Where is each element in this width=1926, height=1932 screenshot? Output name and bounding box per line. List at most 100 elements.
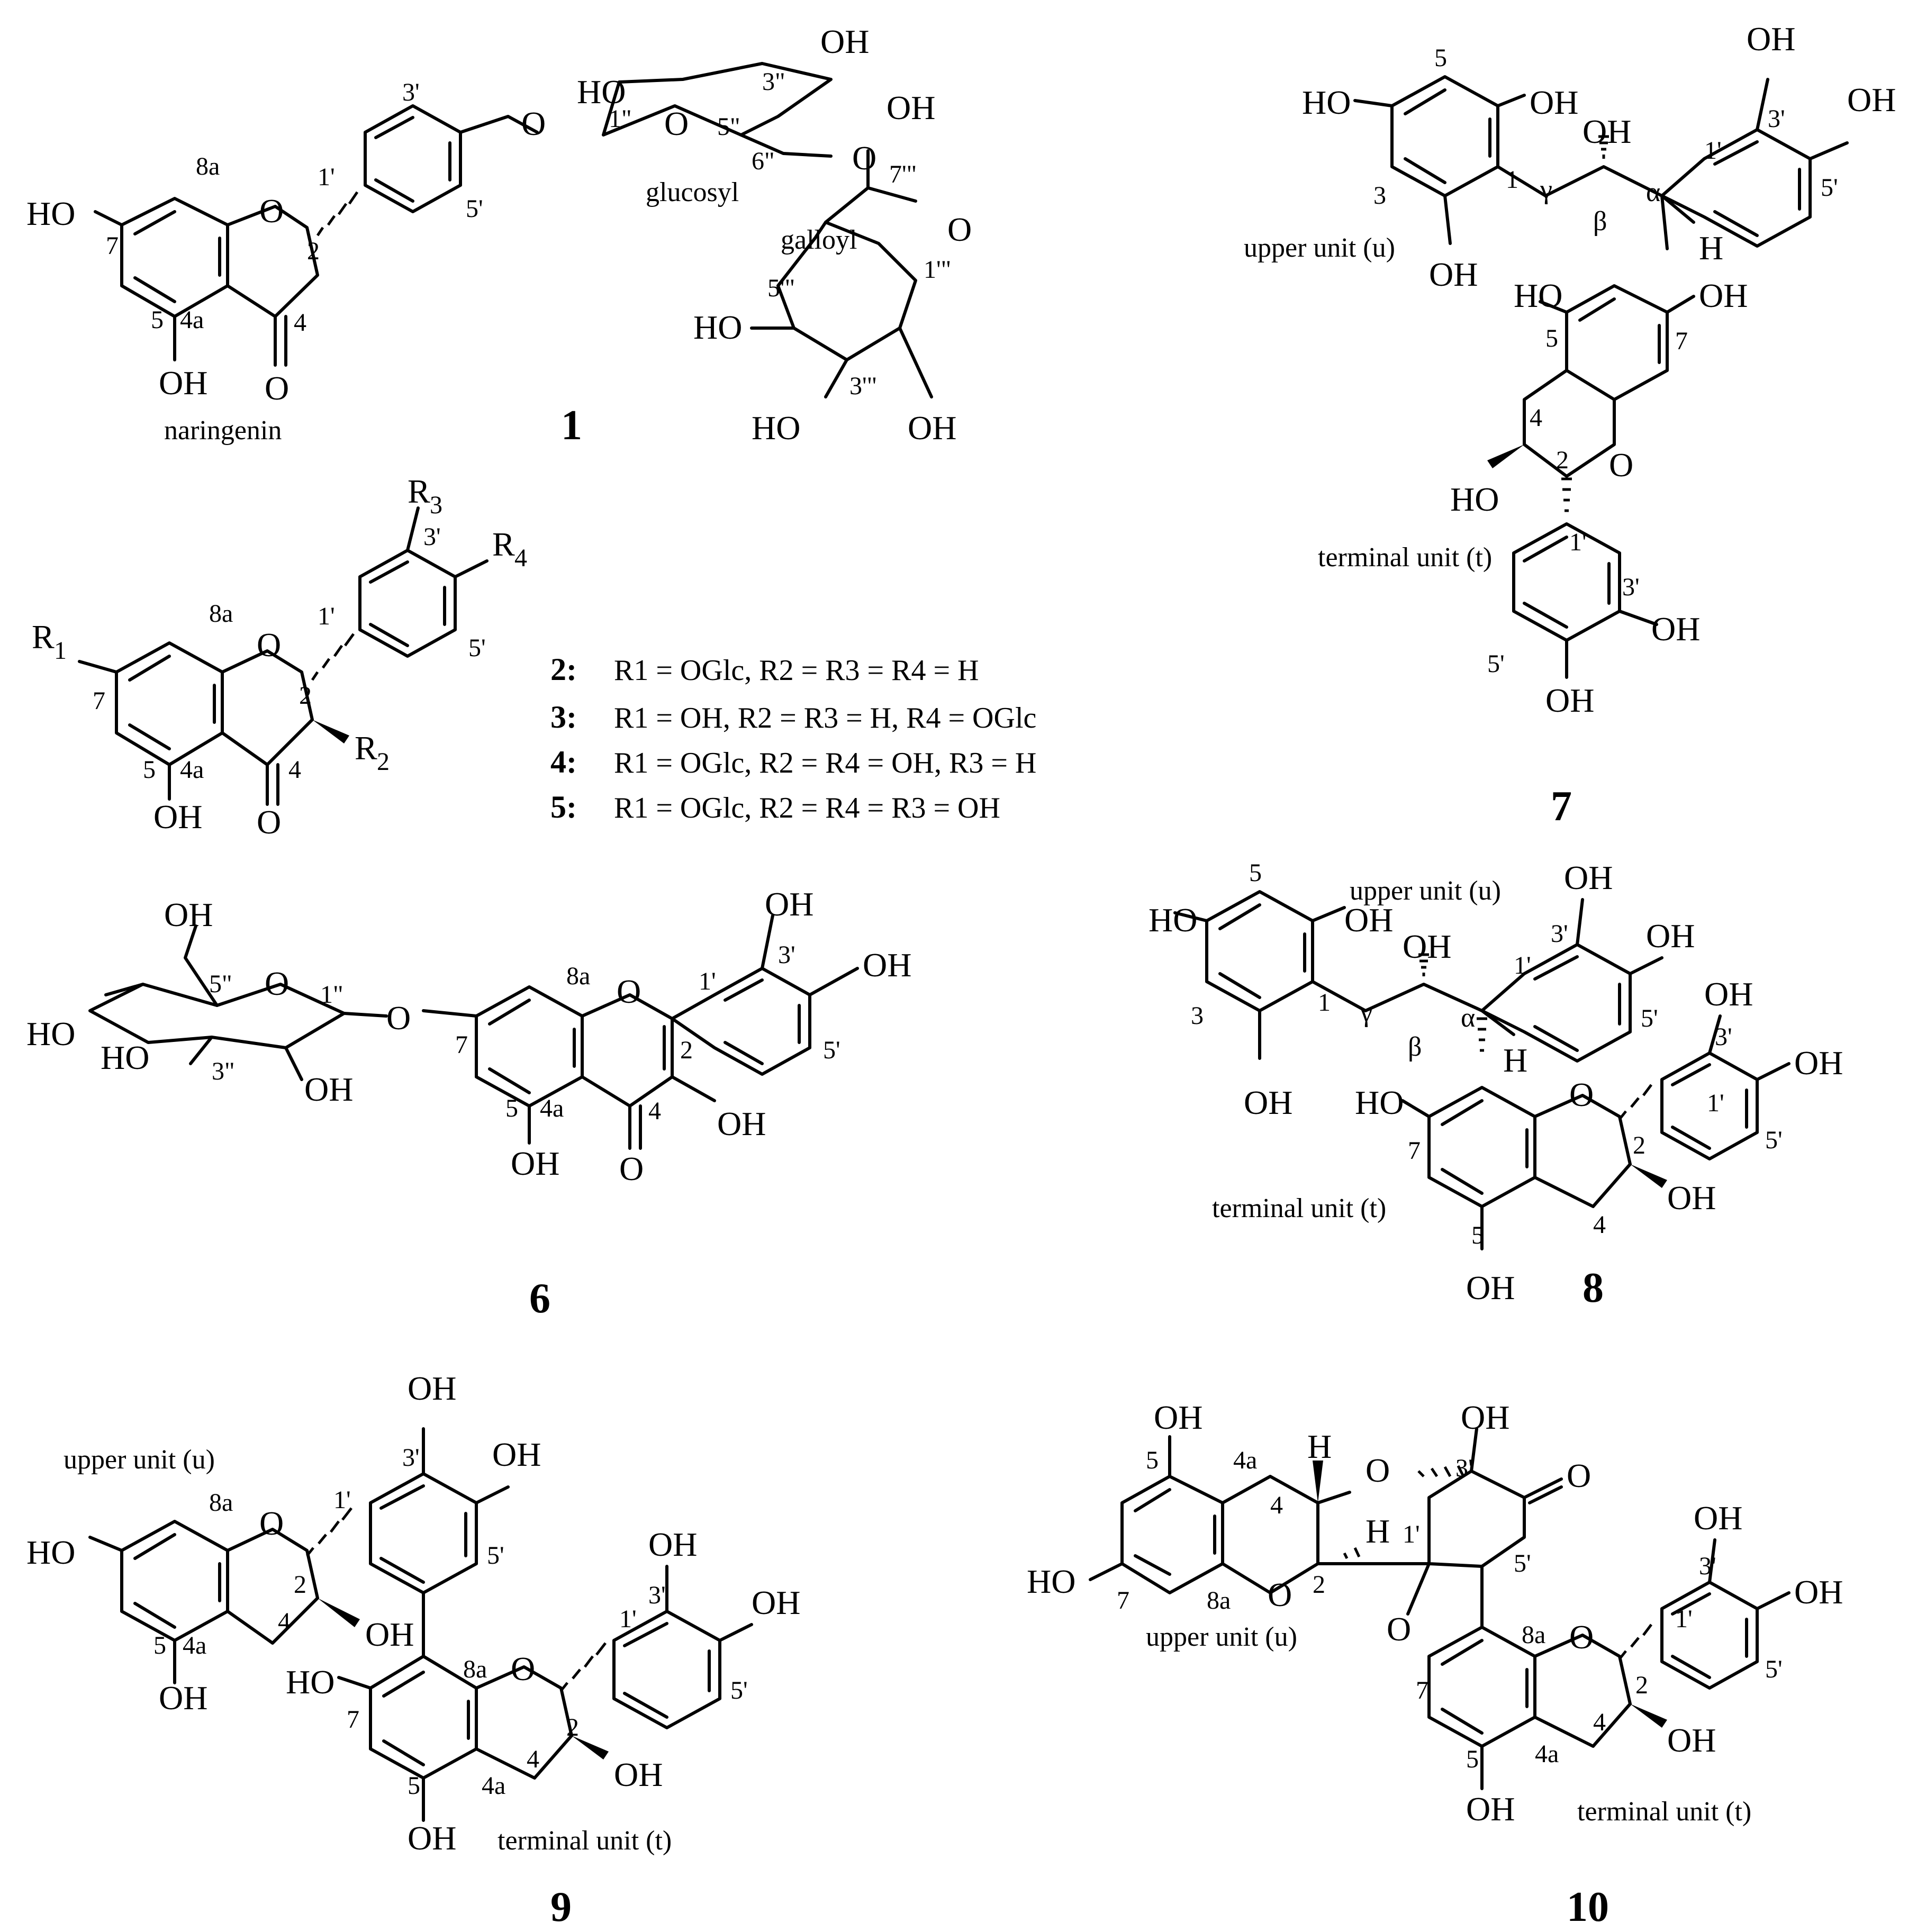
c25-n4a: 4a: [180, 756, 204, 784]
c7-h: H: [1699, 229, 1723, 267]
c8-oh4p-t: OH: [1794, 1044, 1843, 1082]
c6-n8a: 8a: [566, 962, 590, 990]
c9-o1: O: [259, 1504, 284, 1542]
c7-n1p-up: 1': [1704, 137, 1722, 165]
c6-oh3: OH: [717, 1105, 766, 1142]
c8-n1: 1: [1318, 988, 1331, 1017]
compound-1: HO 7 8a O 1' 2 4 4a 5 OH O naringenin 3'…: [26, 23, 972, 449]
c10-n3p-t: 3': [1699, 1552, 1716, 1580]
c25-def-id-5: 5:: [550, 790, 577, 824]
c7-oh7: OH: [1699, 277, 1748, 314]
c8-beta: β: [1408, 1032, 1422, 1062]
c8-n1p-t: 1': [1707, 1089, 1724, 1117]
c8-n5: 5: [1249, 859, 1262, 887]
compound-10: OH 5 4a 4 H O H OH 3' O 1' 5' HO 7 8a O …: [1027, 1399, 1843, 1930]
c9-o1t: O: [511, 1650, 535, 1688]
c10-n3p: 3': [1455, 1454, 1473, 1482]
c8-oh-bottom: OH: [1244, 1084, 1292, 1121]
c6-n2: 2: [680, 1036, 693, 1064]
c10-n1p-t: 1': [1675, 1605, 1693, 1633]
c10-o-bridge: O: [1366, 1452, 1390, 1489]
c6-oh5: OH: [511, 1145, 559, 1182]
c10-oh5: OH: [1154, 1399, 1202, 1436]
c1-oh-glc3: OH: [820, 23, 869, 60]
c7-oh-bottom: OH: [1429, 256, 1478, 293]
c9-n5p-t: 5': [730, 1676, 748, 1704]
c6-oh4p: OH: [863, 946, 911, 984]
c1-ho-glc: HO: [577, 73, 626, 111]
c9-terminal-label: terminal unit (t): [498, 1826, 672, 1856]
c6-n7: 7: [455, 1031, 468, 1059]
c1-n3ppp: 3'": [849, 372, 877, 400]
c6-n3p: 3': [778, 941, 795, 969]
c7-beta: β: [1593, 206, 1607, 237]
c8-terminal-label: terminal unit (t): [1212, 1193, 1386, 1223]
c9-oh4p-t: OH: [752, 1584, 800, 1621]
compound-9: OH 3' OH upper unit (u) HO 8a O 1' 2 4 4…: [26, 1369, 800, 1930]
c8-oh5t: OH: [1466, 1269, 1515, 1307]
c25-n8a: 8a: [209, 600, 233, 628]
c8-n3p-t: 3': [1715, 1023, 1732, 1051]
c6-oh2pp: OH: [304, 1071, 353, 1108]
c25-n1p: 1': [318, 602, 335, 630]
c25-def-id-3: 3:: [550, 700, 577, 734]
c1-n3p: 3': [402, 78, 420, 106]
c1-o-glc: O: [664, 105, 689, 142]
c10-id: 10: [1567, 1884, 1609, 1930]
c9-ho7t: HO: [286, 1663, 334, 1701]
c6-n3pp: 3": [212, 1057, 235, 1085]
c9-oh3t: OH: [614, 1756, 663, 1793]
c7-n4: 4: [1530, 404, 1542, 432]
c6-n5pp: 5": [209, 970, 232, 998]
c1-n5p: 5': [466, 195, 483, 223]
c10-n4a: 4a: [1233, 1446, 1257, 1474]
c25-o4: O: [257, 803, 281, 841]
c1-n8a: 8a: [196, 152, 220, 180]
c10-n4: 4: [1270, 1491, 1283, 1519]
c6-n4: 4: [648, 1097, 661, 1125]
c6-n5: 5: [505, 1094, 518, 1122]
c6-oh6pp: OH: [164, 896, 213, 933]
c8-n4: 4: [1593, 1211, 1606, 1239]
c7-upper-label: upper unit (u): [1244, 233, 1395, 263]
c25-def-text-4: R1 = OGlc, R2 = R4 = OH, R3 = H: [614, 747, 1036, 779]
c7-n5t: 5: [1545, 324, 1558, 352]
c1-oh-gal3: OH: [908, 409, 956, 447]
c25-oh5: OH: [153, 798, 202, 836]
c7-alpha: α: [1646, 177, 1660, 207]
c25-n4: 4: [288, 756, 301, 784]
c1-n1pp: 1": [609, 105, 632, 133]
c7-n3: 3: [1373, 182, 1386, 210]
c25-n3p: 3': [423, 523, 441, 551]
c1-n5: 5: [151, 306, 164, 334]
c8-oh3p-up: OH: [1564, 859, 1613, 896]
c10-upper-label: upper unit (u): [1146, 1622, 1297, 1652]
c10-terminal-label: terminal unit (t): [1577, 1797, 1751, 1827]
c25-def-text-2: R1 = OGlc, R2 = R3 = R4 = H: [614, 654, 979, 687]
c6-o-link: O: [386, 999, 411, 1037]
c8-oh-beta: OH: [1403, 928, 1451, 965]
c7-oh3p-up: OH: [1747, 20, 1795, 58]
c9-n1p-up: 1': [333, 1486, 351, 1514]
c8-n5p-t: 5': [1765, 1126, 1783, 1154]
c10-n8a: 8a: [1207, 1586, 1231, 1614]
c9-n5: 5: [153, 1631, 166, 1659]
c9-n4a: 4a: [183, 1631, 206, 1659]
c7-n3p-t: 3': [1622, 573, 1640, 601]
c10-o1t: O: [1569, 1618, 1594, 1656]
c9-n8a: 8a: [209, 1489, 233, 1517]
c6-ho3pp: HO: [101, 1039, 149, 1076]
c1-o-ester: O: [852, 139, 876, 177]
c10-n5: 5: [1146, 1446, 1159, 1474]
c7-oh-top: OH: [1530, 84, 1578, 121]
c8-o1: O: [1569, 1076, 1594, 1113]
c10-o-ether: O: [1387, 1610, 1411, 1648]
c9-n5t: 5: [408, 1772, 420, 1800]
c10-oh5t: OH: [1466, 1790, 1515, 1828]
c8-upper-label: upper unit (u): [1350, 876, 1501, 906]
c9-n2t: 2: [566, 1713, 579, 1741]
c1-ho-gal5: HO: [693, 309, 742, 346]
c6-n1pp: 1": [320, 981, 343, 1009]
c10-oh3p-t: OH: [1694, 1499, 1742, 1537]
